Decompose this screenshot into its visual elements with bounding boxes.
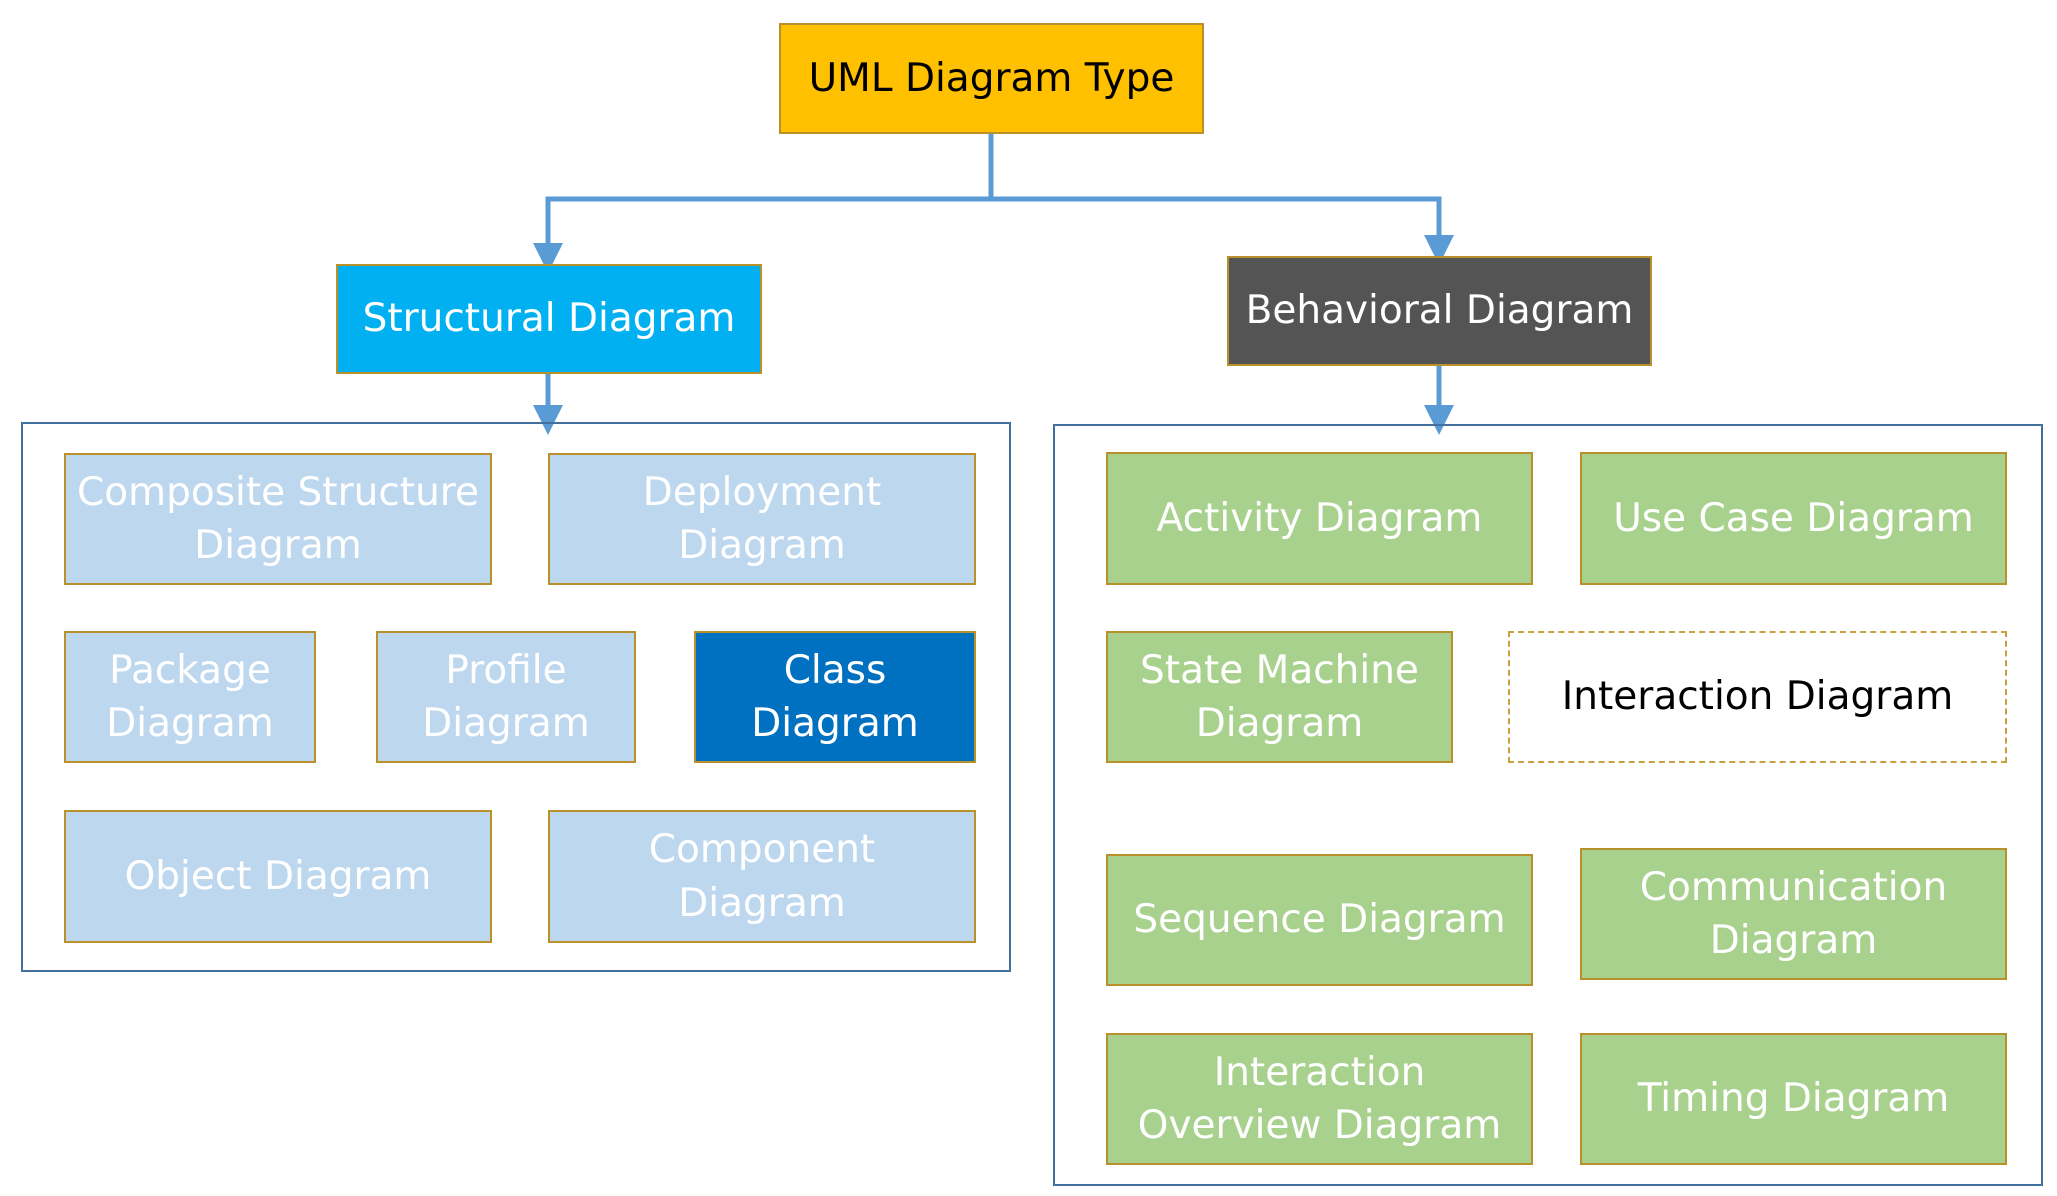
package-diagram-label: Package Diagram	[106, 647, 274, 746]
behavioral-diagram-group	[1053, 424, 2043, 1186]
uml-diagram-type-label: UML Diagram Type	[808, 55, 1175, 101]
behavioral-diagram-node[interactable]: Behavioral Diagram	[1227, 256, 1652, 366]
communication-diagram-node[interactable]: Communication Diagram	[1580, 848, 2007, 980]
interaction-overview-diagram-node[interactable]: Interaction Overview Diagram	[1106, 1033, 1533, 1165]
use-case-diagram-node[interactable]: Use Case Diagram	[1580, 452, 2007, 585]
behavioral-diagram-label: Behavioral Diagram	[1245, 288, 1634, 334]
class-diagram-node[interactable]: Class Diagram	[694, 631, 976, 763]
structural-diagram-group	[21, 422, 1011, 972]
timing-diagram-node[interactable]: Timing Diagram	[1580, 1033, 2007, 1165]
structural-diagram-node[interactable]: Structural Diagram	[336, 264, 762, 374]
interaction-overview-diagram-label: Interaction Overview Diagram	[1137, 1049, 1502, 1148]
structural-diagram-label: Structural Diagram	[362, 296, 736, 342]
profile-diagram-node[interactable]: Profile Diagram	[376, 631, 636, 763]
root-to-structural-connector	[533, 196, 991, 273]
package-diagram-node[interactable]: Package Diagram	[64, 631, 316, 763]
interaction-diagram-node[interactable]: Interaction Diagram	[1508, 631, 2007, 763]
deployment-diagram-node[interactable]: Deployment Diagram	[548, 453, 976, 585]
communication-diagram-label: Communication Diagram	[1639, 864, 1948, 963]
component-diagram-label: Component Diagram	[648, 827, 876, 926]
deployment-diagram-label: Deployment Diagram	[642, 469, 882, 568]
interaction-diagram-label: Interaction Diagram	[1561, 674, 1954, 720]
profile-diagram-label: Profile Diagram	[422, 647, 590, 746]
object-diagram-label: Object Diagram	[124, 853, 432, 899]
timing-diagram-label: Timing Diagram	[1637, 1076, 1950, 1122]
state-machine-diagram-label: State Machine Diagram	[1140, 647, 1419, 746]
root-to-behavioral-connector	[991, 196, 1454, 265]
sequence-diagram-node[interactable]: Sequence Diagram	[1106, 854, 1533, 986]
state-machine-diagram-node[interactable]: State Machine Diagram	[1106, 631, 1453, 763]
composite-structure-diagram-node[interactable]: Composite Structure Diagram	[64, 453, 492, 585]
activity-diagram-label: Activity Diagram	[1156, 495, 1483, 541]
component-diagram-node[interactable]: Component Diagram	[548, 810, 976, 943]
sequence-diagram-label: Sequence Diagram	[1133, 897, 1506, 943]
composite-structure-diagram-label: Composite Structure Diagram	[77, 469, 479, 568]
activity-diagram-node[interactable]: Activity Diagram	[1106, 452, 1533, 585]
uml-diagram-type-node[interactable]: UML Diagram Type	[779, 23, 1204, 134]
class-diagram-label: Class Diagram	[751, 647, 919, 746]
object-diagram-node[interactable]: Object Diagram	[64, 810, 492, 943]
use-case-diagram-label: Use Case Diagram	[1613, 495, 1974, 541]
